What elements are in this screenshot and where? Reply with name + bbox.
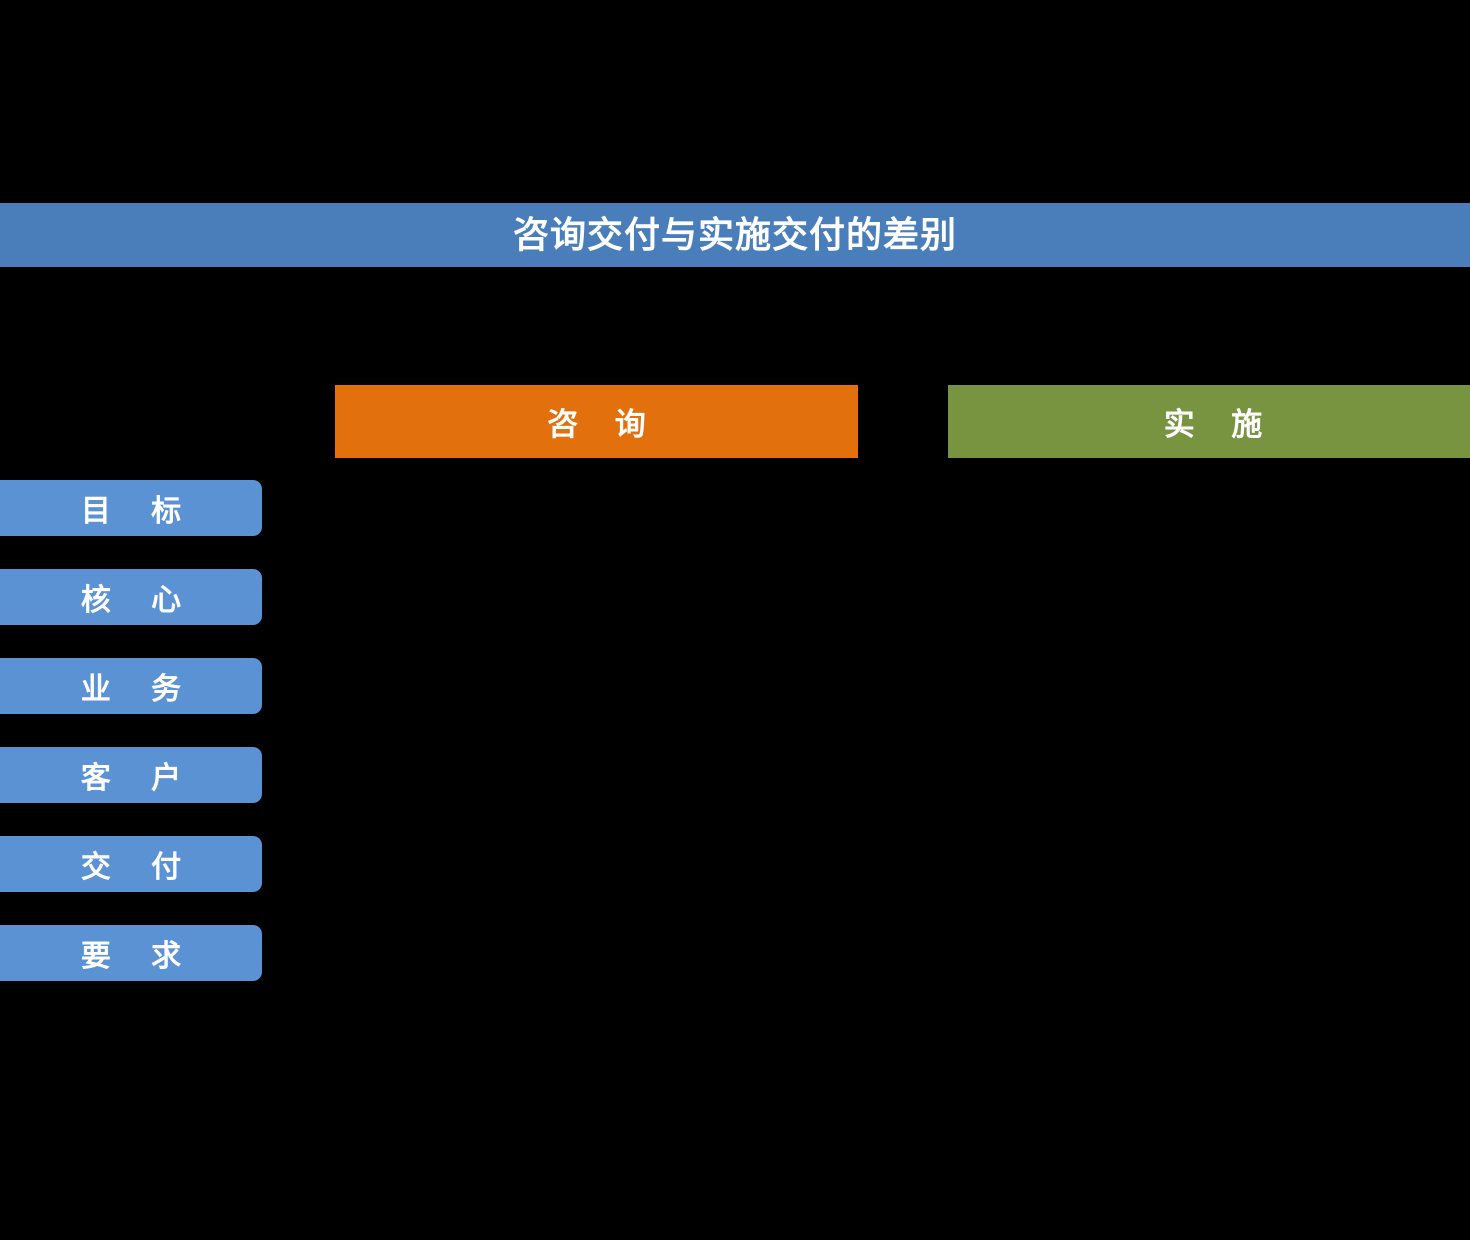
row-label-business-text: 业 务 — [80, 673, 198, 706]
comparison-content-area — [335, 470, 1470, 990]
row-label-require: 要 求 — [0, 925, 262, 981]
row-label-business: 业 务 — [0, 658, 262, 714]
row-label-customer: 客 户 — [0, 747, 262, 803]
column-header-implement: 实 施 — [948, 385, 1470, 458]
column-header-consult-label: 咨 询 — [547, 407, 660, 442]
row-label-goal: 目 标 — [0, 480, 262, 536]
row-label-delivery-text: 交 付 — [80, 851, 198, 884]
row-label-goal-text: 目 标 — [80, 495, 198, 528]
row-label-core-text: 核 心 — [80, 584, 198, 617]
row-label-customer-text: 客 户 — [80, 762, 198, 795]
column-header-consult: 咨 询 — [335, 385, 858, 458]
column-header-implement-label: 实 施 — [1163, 407, 1277, 442]
slide-title-banner: 咨询交付与实施交付的差别 — [0, 203, 1470, 267]
page-title: 咨询交付与实施交付的差别 — [512, 214, 957, 255]
row-label-core: 核 心 — [0, 569, 262, 625]
row-label-require-text: 要 求 — [80, 940, 198, 973]
row-label-delivery: 交 付 — [0, 836, 262, 892]
